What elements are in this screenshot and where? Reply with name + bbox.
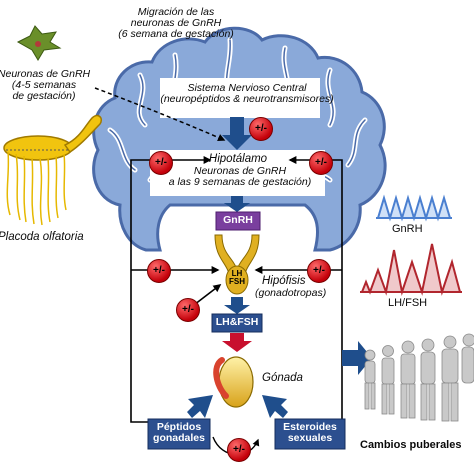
esteroides-label: Esteroides sexuales	[283, 421, 337, 445]
regulator-hyp-right: +/-	[309, 151, 333, 175]
gnrh-box	[215, 211, 261, 231]
lhfsh-box-label: LH&FSH	[215, 316, 259, 328]
olfactory-placode-icon	[3, 114, 103, 226]
lhfsh-pulse-graph	[360, 243, 462, 296]
gnrh-pulse-label: GnRH	[392, 223, 423, 235]
migration-arrow	[94, 87, 226, 142]
placoda-label: Placoda olfatoria	[0, 231, 84, 243]
neuronas-label: Neuronas de GnRH (4-5 semanas de gestaci…	[0, 68, 91, 103]
regulator-pit-right: +/-	[307, 259, 331, 283]
peptidos-label: Péptidos gonadales	[153, 421, 205, 445]
regulator-snc: +/-	[249, 117, 273, 141]
esteroides-box	[274, 418, 346, 450]
hipotalamo-title: Hipotálamo	[208, 153, 268, 165]
cambios-label: Cambios puberales	[360, 439, 462, 451]
gonad-icon	[213, 356, 254, 408]
gnrh-pulse-graph	[376, 194, 452, 222]
pubertal-figures	[364, 333, 474, 422]
snc-label: Sistema Nervioso Central (neuropéptidos …	[160, 82, 334, 106]
pituitary-icon	[214, 234, 260, 295]
lhfsh-box	[211, 313, 263, 333]
red-arrow	[222, 333, 252, 352]
blue-flow-arrows	[187, 117, 372, 418]
regulator-gonad: +/-	[227, 438, 251, 462]
lhfsh-pulse-label: LH/FSH	[388, 297, 428, 309]
neuron-icon	[16, 25, 62, 61]
peptidos-box	[147, 418, 211, 450]
hipotalamo-sub: Neuronas de GnRH a las 9 semanas de gest…	[168, 165, 312, 189]
regulator-pit-mid: +/-	[176, 298, 200, 322]
gnrh-box-label: GnRH	[223, 214, 253, 226]
gonada-label: Gónada	[262, 372, 303, 384]
lhfsh-glyph-label: LH FSH	[229, 269, 245, 287]
migracion-label: Migración de las neuronas de GnRH (6 sem…	[118, 6, 234, 41]
hipofisis-sub: (gonadotropas)	[255, 287, 327, 299]
regulator-hyp-left: +/-	[149, 151, 173, 175]
hipofisis-title: Hipófisis	[262, 275, 306, 287]
regulator-pit-left: +/-	[147, 259, 171, 283]
